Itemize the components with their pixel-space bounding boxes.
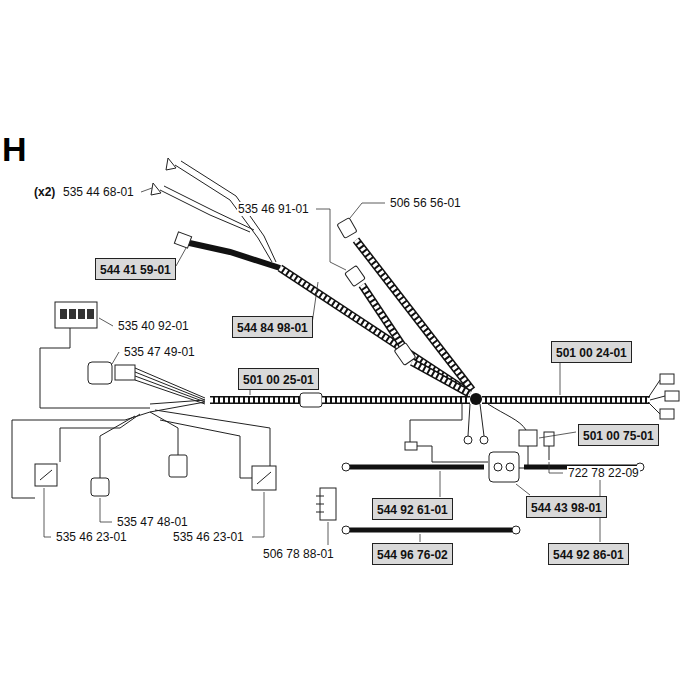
switch-symbol: [35, 464, 57, 486]
part-number-box: 544 96 76-02: [372, 543, 453, 565]
part-number: 506 78 88-01: [262, 547, 335, 561]
solenoid-symbol: [489, 452, 519, 482]
section-title: H: [2, 130, 27, 169]
quantity-note: (x2): [33, 185, 56, 199]
part-number: 535 46 23-01: [55, 530, 128, 544]
part-number: 722 78 22-09: [567, 466, 640, 480]
part-number: 535 47 48-01: [116, 515, 189, 529]
part-number-box: 544 84 98-01: [232, 316, 313, 338]
inline-connector: [300, 393, 322, 407]
part-number: 544 43 98-01: [531, 501, 602, 515]
hour-meter: [55, 302, 97, 328]
part-number: 535 40 92-01: [117, 319, 190, 333]
key-symbol: [544, 432, 554, 446]
switch-symbol: [252, 466, 276, 490]
part-number: 535 44 68-01: [62, 185, 135, 199]
part-number-box: 501 00 24-01: [551, 341, 632, 363]
part-number: 501 00 75-01: [583, 429, 654, 443]
part-number-box: 501 00 75-01: [578, 424, 659, 446]
part-number: 544 41 59-01: [100, 263, 171, 277]
part-number: 544 92 86-01: [553, 548, 624, 562]
part-number: 544 96 76-02: [377, 548, 448, 562]
part-number: 535 46 23-01: [172, 530, 245, 544]
part-number-box: 501 00 25-01: [238, 368, 319, 390]
part-number: 544 92 61-01: [377, 503, 448, 517]
part-number: 506 56 56-01: [389, 196, 462, 210]
part-number: 535 46 91-01: [237, 202, 310, 216]
part-number: 501 00 25-01: [243, 373, 314, 387]
part-number-box: 544 92 61-01: [372, 498, 453, 520]
relay-symbol: [519, 430, 537, 446]
part-number: 535 47 49-01: [123, 345, 196, 359]
part-number: 501 00 24-01: [556, 346, 627, 360]
part-number: 544 84 98-01: [237, 321, 308, 335]
part-number-box: 544 43 98-01: [526, 496, 607, 518]
part-number-box: 544 41 59-01: [95, 258, 176, 280]
part-number-box: 544 92 86-01: [548, 543, 629, 565]
